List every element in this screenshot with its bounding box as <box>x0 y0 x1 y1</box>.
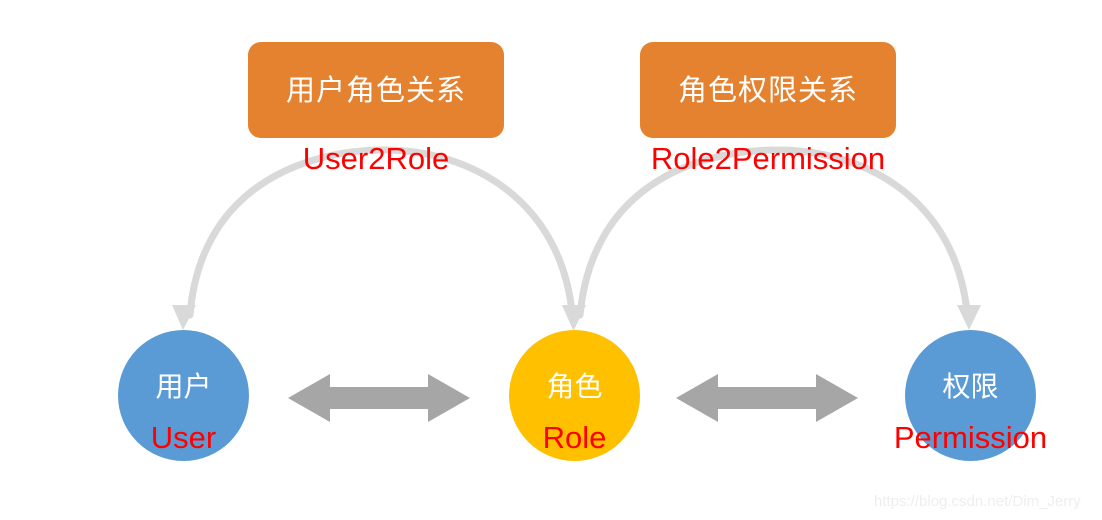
entity-circle-user[interactable]: 用户 <box>118 330 249 461</box>
entity-role-label-en: Role <box>542 420 607 455</box>
entity-circle-role[interactable]: 角色 <box>509 330 640 461</box>
entity-user-label-en: User <box>150 420 217 455</box>
relation-caption-user2role: User2Role <box>302 141 450 176</box>
entity-role-label-cn: 角色 <box>546 370 603 403</box>
entity-permission-label-cn: 权限 <box>942 370 999 403</box>
watermark-text: https://blog.csdn.net/Dim_Jerry <box>874 493 1081 510</box>
entity-permission-label-en: Permission <box>893 420 1048 455</box>
arc-user2role <box>172 146 586 330</box>
entity-user-label-cn: 用户 <box>155 370 212 403</box>
block-arrow-user-role <box>288 374 470 422</box>
relation-box-user2role-label: 用户角色关系 <box>285 72 466 107</box>
relation-caption-role2permission: Role2Permission <box>650 141 886 176</box>
entity-circle-permission[interactable]: 权限 <box>905 330 1036 461</box>
arc-role2permission <box>562 146 981 330</box>
block-arrow-role-permission <box>676 374 858 422</box>
relation-box-user2role[interactable]: 用户角色关系 <box>248 42 504 138</box>
relation-box-role2permission[interactable]: 角色权限关系 <box>640 42 896 138</box>
relation-box-role2permission-label: 角色权限关系 <box>677 72 858 107</box>
